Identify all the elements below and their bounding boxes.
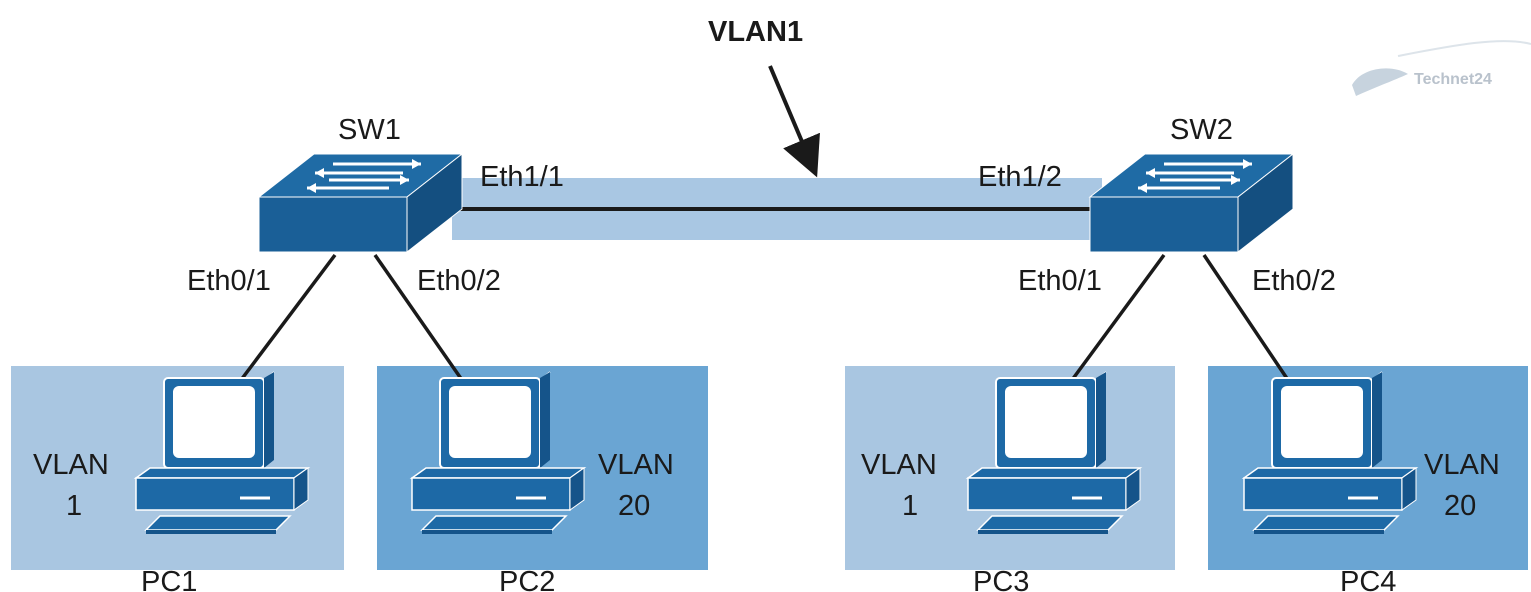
- pc-label: PC1: [141, 566, 197, 592]
- port-label: Eth0/2: [417, 265, 501, 297]
- screen-icon: [1281, 386, 1363, 458]
- port-label: Eth0/2: [1252, 265, 1336, 297]
- switch-arrowhead-icon: [1243, 159, 1252, 169]
- monitor-side: [540, 372, 550, 468]
- base-top: [965, 467, 1143, 479]
- cable-sw1-pc2: [373, 254, 464, 381]
- switch-arrowhead-icon: [1231, 175, 1240, 185]
- vlan-id: 1: [902, 490, 918, 522]
- vlan1-callout-arrow: [768, 65, 820, 178]
- switch-front: [258, 196, 408, 253]
- vlan1-link-label: VLAN1: [708, 16, 803, 48]
- monitor-side: [264, 372, 274, 468]
- keyboard-edge: [422, 530, 552, 534]
- cable-sw2-pc4: [1202, 254, 1290, 381]
- pc-label: PC2: [499, 566, 555, 592]
- base-side: [1125, 467, 1141, 511]
- switch-arrowhead-icon: [1146, 168, 1155, 178]
- switch-arrowhead-icon: [315, 168, 324, 178]
- keyboard-icon: [976, 515, 1124, 531]
- port-label: Eth0/1: [1018, 265, 1102, 297]
- switch-arrowhead-icon: [412, 159, 421, 169]
- port-label: Eth1/2: [978, 161, 1062, 193]
- keyboard-icon: [144, 515, 292, 531]
- vlan-label: VLAN: [861, 449, 937, 481]
- keyboard-icon: [1252, 515, 1400, 531]
- base-top: [409, 467, 587, 479]
- pc-pc2: [409, 371, 587, 534]
- port-label: Eth0/1: [187, 265, 271, 297]
- base-top: [1241, 467, 1419, 479]
- base-side: [1401, 467, 1417, 511]
- switch-sw1: [257, 152, 464, 254]
- switch-arrowhead-icon: [400, 175, 409, 185]
- switch-label: SW1: [338, 114, 401, 146]
- pc-label: PC4: [1340, 566, 1396, 592]
- base-unit-icon: [411, 477, 571, 511]
- switch-label: SW2: [1170, 114, 1233, 146]
- pc-label: PC3: [973, 566, 1029, 592]
- switch-side: [406, 152, 463, 254]
- base-top: [133, 467, 311, 479]
- port-label: Eth1/1: [480, 161, 564, 193]
- keyboard-edge: [1254, 530, 1384, 534]
- cable-sw1-pc1: [239, 253, 337, 382]
- vlan-id: 20: [618, 490, 650, 522]
- screen-icon: [449, 386, 531, 458]
- keyboard-icon: [420, 515, 568, 531]
- pc-pc4: [1241, 371, 1419, 534]
- switch-side: [1237, 152, 1294, 254]
- monitor-side: [1096, 372, 1106, 468]
- switch-arrowhead-icon: [1138, 183, 1147, 193]
- base-unit-icon: [1243, 477, 1403, 511]
- screen-icon: [1005, 386, 1087, 458]
- watermark-logo-icon: [1352, 68, 1408, 96]
- vlan-label: VLAN: [598, 449, 674, 481]
- pc-pc3: [965, 371, 1143, 534]
- switch-arrowhead-icon: [307, 183, 316, 193]
- switch-sw2: [1088, 152, 1295, 254]
- vlan-id: 1: [66, 490, 82, 522]
- keyboard-edge: [978, 530, 1108, 534]
- base-unit-icon: [135, 477, 295, 511]
- vlan-label: VLAN: [1424, 449, 1500, 481]
- technet24-watermark: Technet24: [1352, 40, 1531, 96]
- base-side: [569, 467, 585, 511]
- base-side: [293, 467, 309, 511]
- watermark-text: Technet24: [1414, 71, 1492, 88]
- vlan-label: VLAN: [33, 449, 109, 481]
- switch-front: [1089, 196, 1239, 253]
- keyboard-edge: [146, 530, 276, 534]
- vlan-id: 20: [1444, 490, 1476, 522]
- screen-icon: [173, 386, 255, 458]
- base-unit-icon: [967, 477, 1127, 511]
- cable-sw2-pc3: [1070, 253, 1166, 382]
- monitor-side: [1372, 372, 1382, 468]
- pc-pc1: [133, 371, 311, 534]
